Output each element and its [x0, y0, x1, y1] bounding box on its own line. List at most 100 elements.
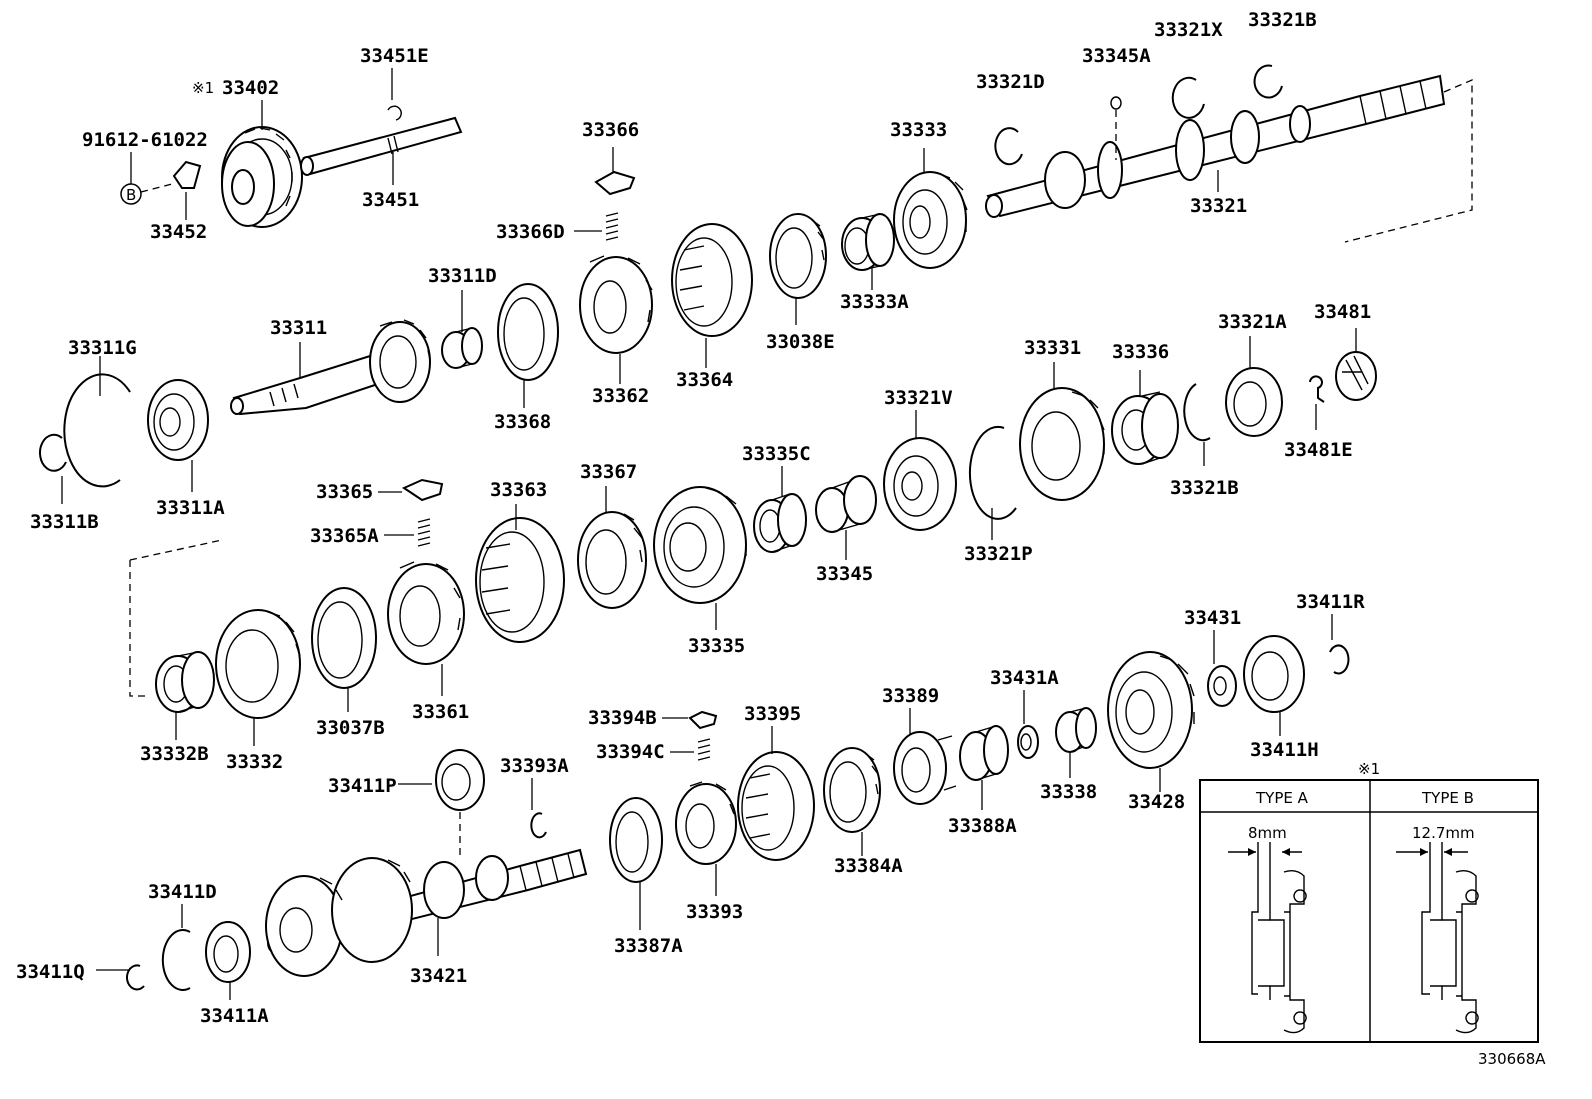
part-33366[interactable] — [594, 170, 636, 196]
part-33321V[interactable] — [883, 437, 957, 531]
part-33451E[interactable] — [387, 105, 402, 121]
label-33338: 33338 — [1040, 781, 1097, 803]
part-33411A[interactable] — [205, 921, 251, 983]
diagram-id: 330668A — [1478, 1050, 1546, 1068]
part-33394C[interactable] — [697, 738, 711, 761]
label-33394B: 33394B — [588, 707, 657, 729]
part-33335[interactable] — [653, 486, 747, 604]
label-33384A: 33384A — [834, 855, 903, 877]
label-33411P: 33411P — [328, 775, 397, 797]
label-33336: 33336 — [1112, 341, 1169, 363]
part-33037B[interactable] — [311, 587, 377, 689]
part-33321P[interactable] — [968, 425, 1017, 520]
part-33311[interactable] — [230, 319, 431, 416]
label-91612-61022: 91612-61022 — [82, 129, 208, 151]
label-33411D: 33411D — [148, 881, 217, 903]
part-33321D[interactable] — [994, 127, 1023, 166]
part-33333[interactable] — [893, 171, 968, 269]
type-a-dimension: 8mm — [1248, 824, 1287, 842]
part-33361[interactable] — [387, 561, 465, 665]
part-33345A[interactable] — [1110, 96, 1122, 110]
part-33311A[interactable] — [147, 379, 209, 461]
part-33394B[interactable] — [688, 710, 718, 730]
part-33332[interactable] — [215, 609, 301, 719]
part-33388A[interactable] — [959, 725, 1009, 781]
part-33331[interactable] — [1019, 387, 1105, 501]
part-33332B[interactable] — [155, 651, 215, 713]
label-33451: 33451 — [362, 189, 419, 211]
label-33451E: 33451E — [360, 45, 429, 67]
part-33365A[interactable] — [417, 518, 431, 547]
label-33364: 33364 — [676, 369, 733, 391]
part-33395[interactable] — [737, 751, 815, 861]
label-33393A: 33393A — [500, 755, 569, 777]
part-33338[interactable] — [1055, 707, 1097, 753]
part-33362[interactable] — [579, 255, 653, 354]
label-33366D: 33366D — [496, 221, 565, 243]
part-33393A[interactable] — [530, 812, 547, 839]
part-33311D[interactable] — [441, 327, 483, 369]
part-33345[interactable] — [815, 475, 877, 533]
part-33321B-mid[interactable] — [1183, 383, 1211, 442]
label-33402: 33402 — [222, 77, 279, 99]
part-33421[interactable] — [265, 848, 588, 977]
type-b-header: TYPE B — [1421, 789, 1474, 807]
label-33345: 33345 — [816, 563, 873, 585]
label-33037B: 33037B — [316, 717, 385, 739]
label-33321A: 33321A — [1218, 311, 1287, 333]
label-33365A: 33365A — [310, 525, 379, 547]
part-33364[interactable] — [671, 223, 753, 337]
label-33431: 33431 — [1184, 607, 1241, 629]
part-33411R[interactable] — [1329, 644, 1350, 675]
part-33411H[interactable] — [1243, 635, 1305, 713]
label-33389: 33389 — [882, 685, 939, 707]
part-33393[interactable] — [675, 781, 737, 865]
part-33336[interactable] — [1111, 391, 1179, 465]
part-33368[interactable] — [497, 283, 559, 381]
part-33451[interactable] — [300, 116, 463, 176]
part-33452[interactable] — [172, 160, 202, 189]
marker-b: B — [120, 183, 142, 205]
part-33321[interactable] — [985, 74, 1446, 218]
label-33333: 33333 — [890, 119, 947, 141]
part-33411Q[interactable] — [125, 964, 145, 991]
part-33335C[interactable] — [753, 493, 807, 553]
part-33389[interactable] — [893, 731, 957, 805]
part-33384A[interactable] — [823, 747, 881, 833]
label-33421: 33421 — [410, 965, 467, 987]
part-33402[interactable] — [221, 126, 303, 228]
part-33363[interactable] — [475, 517, 565, 643]
label-33335: 33335 — [688, 635, 745, 657]
part-33481E[interactable] — [1309, 375, 1325, 403]
part-33321X[interactable] — [1171, 76, 1205, 119]
label-33361: 33361 — [412, 701, 469, 723]
label-33411R: 33411R — [1296, 591, 1365, 613]
label-33387A: 33387A — [614, 935, 683, 957]
part-33365[interactable] — [401, 478, 444, 502]
part-33481[interactable] — [1335, 351, 1377, 401]
part-33411D[interactable] — [161, 929, 191, 991]
label-33481E: 33481E — [1284, 439, 1353, 461]
part-33431[interactable] — [1207, 665, 1237, 707]
part-33367[interactable] — [577, 511, 647, 609]
label-33368: 33368 — [494, 411, 551, 433]
part-33431A[interactable] — [1017, 725, 1039, 759]
part-33387A[interactable] — [609, 797, 663, 883]
label-33311G: 33311G — [68, 337, 137, 359]
part-33321A[interactable] — [1225, 367, 1283, 437]
part-33038E[interactable] — [769, 213, 827, 299]
label-33321X: 33321X — [1154, 19, 1223, 41]
part-33428[interactable] — [1107, 651, 1195, 769]
part-33311G[interactable] — [63, 373, 131, 488]
label-33366: 33366 — [582, 119, 639, 141]
label-33038E: 33038E — [766, 331, 835, 353]
part-33366D[interactable] — [605, 212, 619, 241]
part-33311B[interactable] — [39, 433, 67, 472]
part-33411P[interactable] — [435, 749, 485, 811]
part-33321B-top[interactable] — [1253, 64, 1283, 99]
label-33365: 33365 — [316, 481, 373, 503]
inset-frame — [1199, 779, 1539, 1043]
leader-b — [140, 183, 173, 193]
part-33333A[interactable] — [841, 213, 895, 271]
label-33332B: 33332B — [140, 743, 209, 765]
